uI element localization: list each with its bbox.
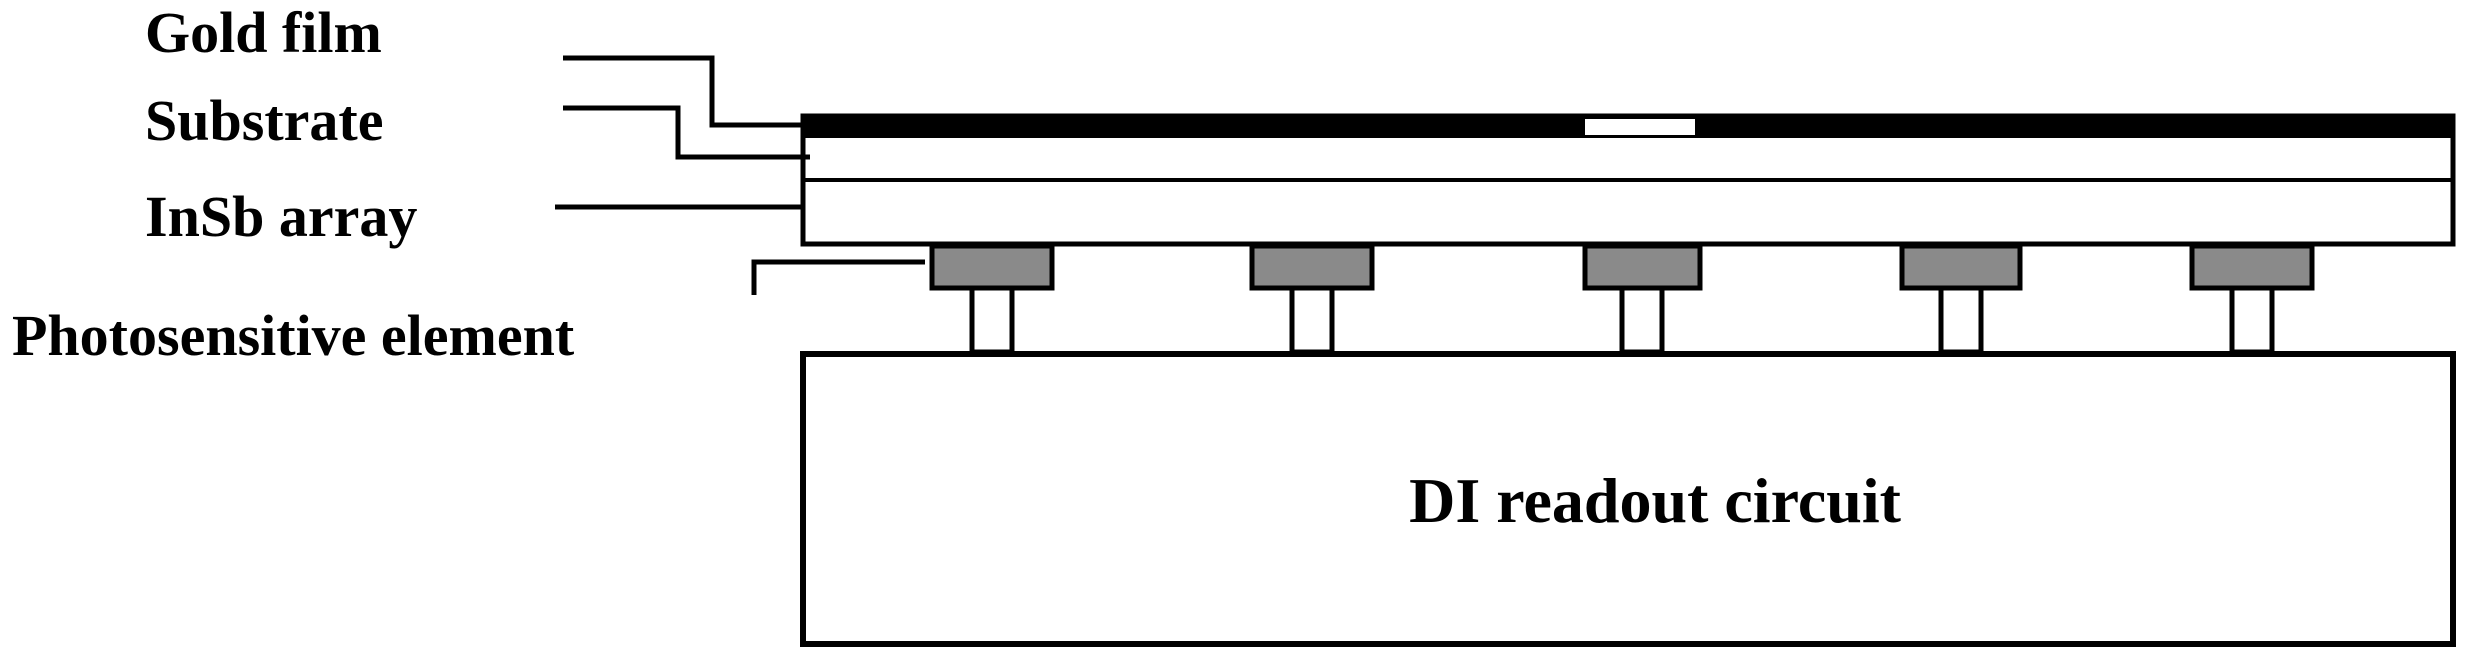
photosensitive-element <box>929 243 1055 355</box>
photosensitive-element <box>2189 243 2315 355</box>
photosensitive-element-leader-line <box>751 259 925 295</box>
gold-film-window <box>1585 119 1695 135</box>
photosensitive-element-label: Photosensitive element <box>12 303 575 368</box>
readout-circuit-block <box>800 351 2456 647</box>
insb-array-label: InSb array <box>145 184 417 249</box>
photosensitive-elements <box>929 243 2315 355</box>
photosensitive-element <box>1249 243 1375 355</box>
photosensitive-element <box>1582 243 1703 355</box>
photosensitive-element <box>1899 243 2023 355</box>
gold-film-label: Gold film <box>145 0 382 65</box>
readout-circuit-label: DI readout circuit <box>1409 465 1902 536</box>
gold-film-leader-line <box>563 55 805 128</box>
substrate-label: Substrate <box>145 88 383 153</box>
substrate-leader-line <box>563 105 810 160</box>
